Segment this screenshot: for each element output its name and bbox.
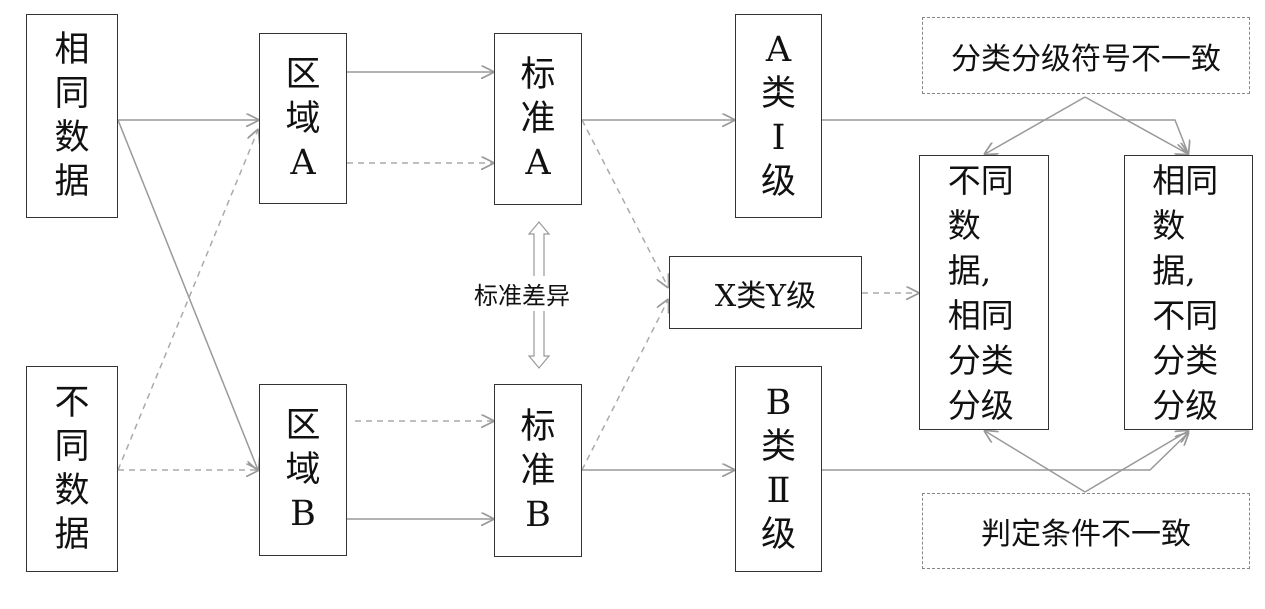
result-different-data-same-classification: 不同数据,相同分类分级 xyxy=(919,155,1049,430)
region-b-text: 区域B xyxy=(285,406,321,534)
different-data-text: 不同数据 xyxy=(54,383,90,555)
arrow-standard-b-to-class-xy xyxy=(581,300,668,471)
arrow-same-to-region-b xyxy=(117,119,258,470)
class-x-level-y-box: X类Y级 xyxy=(669,256,862,329)
standard-difference-label: 标准差异 xyxy=(474,276,570,311)
result-2-text: 相同数据,不同分类分级 xyxy=(1152,160,1219,425)
same-data-text: 相同数据 xyxy=(54,30,90,202)
symbol-inconsistent-note: 分类分级符号不一致 xyxy=(922,17,1250,94)
region-a-box: 区域A xyxy=(259,33,347,204)
condition-inconsistent-note: 判定条件不一致 xyxy=(922,493,1250,569)
arrow-standard-a-to-class-xy xyxy=(581,119,668,287)
region-a-text: 区域A xyxy=(285,54,321,183)
standard-b-box: 标准B xyxy=(494,384,582,557)
arrow-condition-to-result-2 xyxy=(1084,431,1188,493)
region-b-box: 区域B xyxy=(259,384,347,556)
condition-inconsistent-text: 判定条件不一致 xyxy=(981,517,1191,552)
class-a-level-1-box: A类Ⅰ级 xyxy=(735,14,822,218)
standard-a-text: 标准A xyxy=(520,55,556,183)
standard-b-text: 标准B xyxy=(520,406,556,535)
result-1-text: 不同数据,相同分类分级 xyxy=(947,160,1014,425)
arrow-class-b-to-result-2 xyxy=(822,433,1188,471)
arrow-symbol-to-result-1 xyxy=(985,96,1086,154)
class-b-level-2-text: B类Ⅱ级 xyxy=(760,383,796,555)
arrow-symbol-to-result-2 xyxy=(1084,96,1188,154)
arrow-condition-to-result-1 xyxy=(985,431,1086,493)
class-a-level-1-text: A类Ⅰ级 xyxy=(760,30,796,202)
class-x-level-y-text: X类Y级 xyxy=(714,278,817,314)
class-b-level-2-box: B类Ⅱ级 xyxy=(735,366,822,572)
same-data-box: 相同数据 xyxy=(26,14,118,218)
symbol-inconsistent-text: 分类分级符号不一致 xyxy=(951,41,1221,77)
standard-a-box: 标准A xyxy=(494,33,582,205)
arrow-class-a-to-result-2 xyxy=(822,119,1188,153)
different-data-box: 不同数据 xyxy=(26,366,118,572)
result-same-data-different-classification: 相同数据,不同分类分级 xyxy=(1124,155,1253,430)
